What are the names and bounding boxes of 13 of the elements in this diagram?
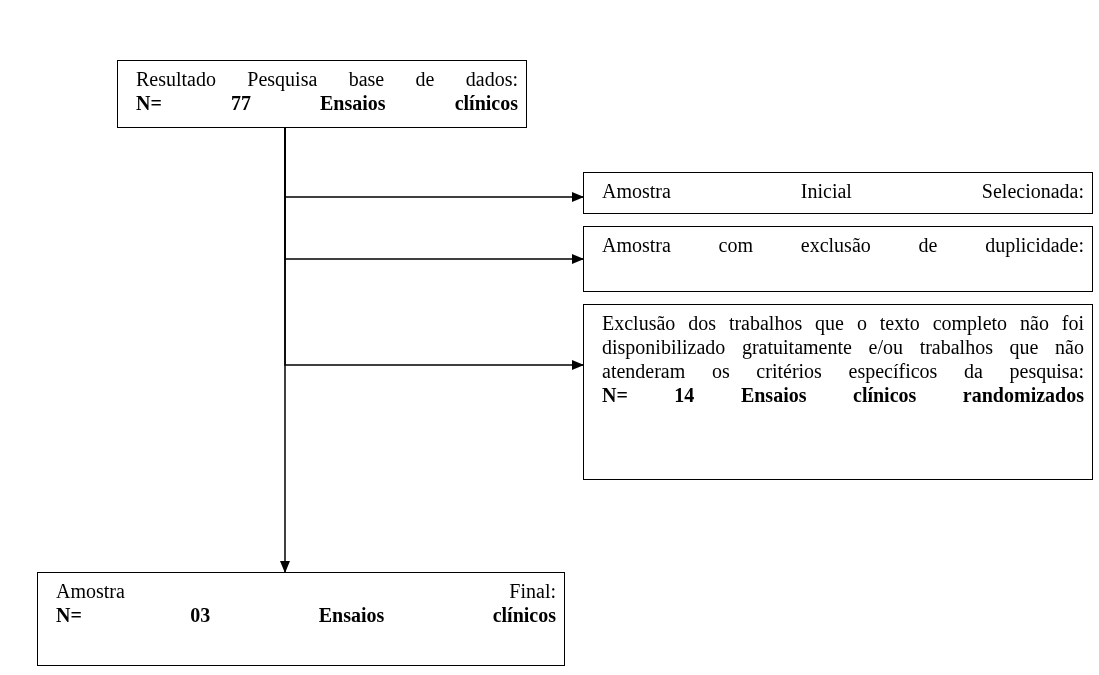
process-box — [117, 60, 527, 128]
process-box — [583, 304, 1093, 480]
step-text: Amostra com exclusão de duplicidade: — [602, 233, 1084, 257]
step-text: Amostra Inicial Selecionada: — [602, 179, 1084, 203]
count-text: N= 14 Ensaios clínicos randomizados — [602, 383, 1084, 407]
step-text: Resultado Pesquisa base de dados: — [136, 67, 518, 91]
count-text: N= 03 Ensaios clínicos — [56, 603, 556, 627]
process-box — [37, 572, 565, 666]
count-text: N= 77 Ensaios clínicos — [136, 91, 518, 115]
step-text: Exclusão dos trabalhos que o texto completo não foi disponibilizado gratuitamente e/ou trabalhos que não atenderam os critérios específicos da pesquisa: — [602, 311, 1084, 383]
step-text: Amostra Final: — [56, 579, 556, 603]
process-box — [583, 226, 1093, 292]
process-box — [583, 172, 1093, 214]
